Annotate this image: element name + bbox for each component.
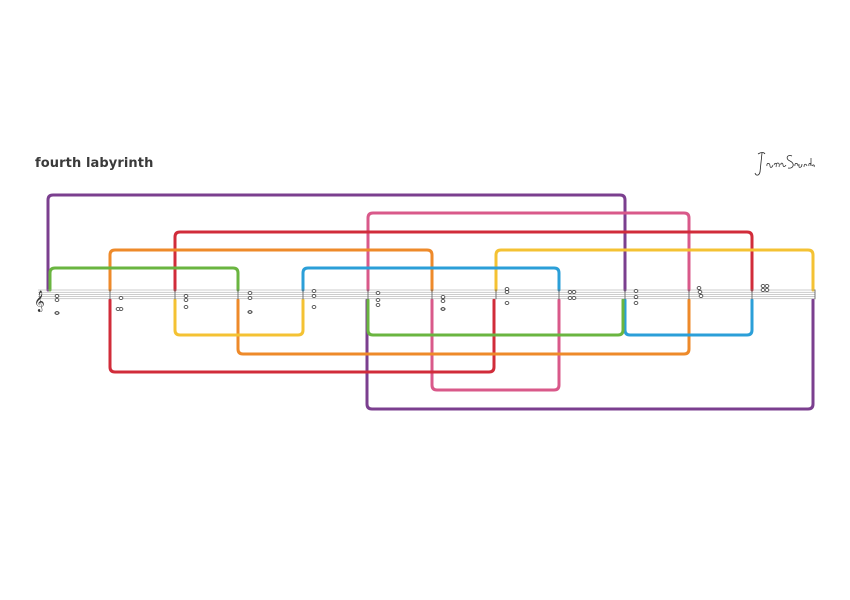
whole-note <box>311 305 317 309</box>
whole-note <box>633 289 639 293</box>
staff: 𝄞 <box>34 289 816 312</box>
pathway-red <box>173 230 754 292</box>
whole-note <box>440 299 446 303</box>
whole-note <box>697 290 703 294</box>
whole-note <box>375 291 381 295</box>
whole-note <box>504 287 510 291</box>
whole-note <box>183 294 189 298</box>
pathway-yellow <box>494 248 815 292</box>
whole-note <box>504 301 510 305</box>
whole-note <box>311 294 317 298</box>
notes <box>54 284 770 315</box>
whole-note <box>571 296 577 300</box>
pathway-blue <box>301 266 561 292</box>
whole-note <box>54 298 60 302</box>
whole-note <box>504 290 510 294</box>
whole-note <box>764 284 770 288</box>
pathway-yellow <box>173 298 305 337</box>
pathway-green <box>48 266 240 292</box>
whole-note <box>760 284 766 288</box>
coloured-pathways <box>46 193 815 411</box>
whole-note <box>118 296 124 300</box>
whole-note <box>247 296 253 300</box>
pathway-pink <box>366 211 691 292</box>
whole-note <box>375 298 381 302</box>
whole-note <box>698 294 704 298</box>
whole-note <box>571 290 577 294</box>
composer-signature <box>754 152 815 176</box>
pathway-orange <box>108 248 434 292</box>
whole-note <box>247 291 253 295</box>
whole-note <box>633 295 639 299</box>
whole-note <box>633 301 639 305</box>
whole-note <box>54 294 60 298</box>
pathway-purple <box>365 298 815 411</box>
whole-note <box>375 303 381 307</box>
whole-note <box>567 296 573 300</box>
pathway-orange <box>236 298 691 356</box>
score-title: fourth labyrinth <box>35 156 154 171</box>
whole-note <box>567 290 573 294</box>
whole-note <box>440 295 446 299</box>
pathway-purple <box>46 193 627 292</box>
pathway-red <box>108 298 496 374</box>
treble-clef-icon: 𝄞 <box>34 291 45 312</box>
pathway-pink <box>430 298 561 392</box>
whole-note <box>764 288 770 292</box>
whole-note <box>183 305 189 309</box>
whole-note <box>760 288 766 292</box>
pathway-green <box>366 298 625 337</box>
whole-note <box>115 307 121 311</box>
pathway-blue <box>623 298 754 337</box>
whole-note <box>696 286 702 290</box>
whole-note <box>311 289 317 293</box>
whole-note <box>183 298 189 302</box>
